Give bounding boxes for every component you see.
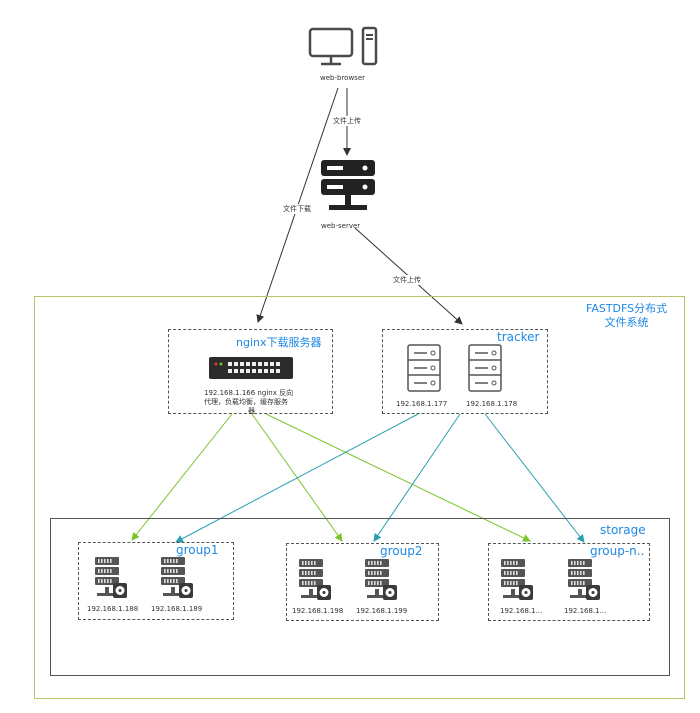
edge-label-upload-1: 文件上传 (333, 116, 361, 126)
edge-nginx-to-groupn (265, 413, 531, 542)
network-switch-icon (209, 357, 293, 379)
fastdfs-system-frame (34, 296, 685, 699)
web-server-label: web-server (321, 222, 361, 230)
edge-tracker-to-group1 (175, 413, 419, 543)
group1-title: group1 (176, 543, 219, 557)
edge-tracker-to-groupn (484, 413, 585, 543)
tracker-server-icon-2 (468, 344, 502, 392)
storage-server-icon (95, 557, 127, 598)
groupn-box (488, 543, 650, 621)
group2-ip-1: 192.168.1.198 (292, 607, 344, 615)
nginx-box (168, 329, 333, 414)
groupn-title: group-n.. (590, 544, 645, 558)
storage-title: storage (600, 523, 646, 537)
nginx-desc-line3: 器 (248, 407, 255, 415)
group2-ip-2: 192.168.1.199 (356, 607, 408, 615)
edge-tracker-to-group2 (373, 413, 461, 542)
nginx-desc-line2: 代理，负载均衡，缓存服务 (204, 398, 288, 406)
tracker-server-icon-1 (407, 344, 441, 392)
group1-box (78, 542, 234, 620)
nginx-title: nginx下载服务器 (236, 334, 322, 350)
fastdfs-title-line2: 文件系统 (604, 316, 649, 329)
group1-ip-1: 192.168.1.188 (87, 605, 139, 613)
computer-icon (308, 26, 378, 66)
storage-server-icon (365, 559, 397, 600)
storage-server-icon (161, 557, 193, 598)
storage-server-icon (299, 559, 331, 600)
group1-ip-2: 192.168.1.189 (151, 605, 203, 613)
storage-server-icon (501, 559, 533, 600)
edge-label-download: 文件下载 (283, 204, 311, 214)
tracker-ip-1: 192.168.1.177 (396, 400, 448, 408)
group2-title: group2 (380, 544, 423, 558)
tracker-ip-2: 192.168.1.178 (466, 400, 518, 408)
nginx-desc-line1: 192.168.1.166 nginx 反向 (204, 389, 294, 397)
group2-box (286, 543, 439, 621)
fastdfs-system-title: FASTDFS分布式 文件系统 (586, 302, 667, 330)
nginx-description: 192.168.1.166 nginx 反向 代理，负载均衡，缓存服务 器 (204, 389, 293, 416)
storage-server-icon (568, 559, 600, 600)
tracker-title: tracker (497, 330, 540, 344)
fastdfs-title-line1: FASTDFS分布式 (586, 302, 668, 315)
edge-nginx-to-group1 (131, 413, 233, 541)
storage-frame (50, 518, 670, 676)
edge-label-upload-2: 文件上传 (393, 275, 421, 285)
groupn-ip-1: 192.168.1... (500, 607, 543, 615)
groupn-ip-2: 192.168.1... (564, 607, 607, 615)
web-browser-label: web-browser (320, 74, 366, 82)
tracker-box (382, 329, 548, 414)
server-icon (321, 160, 375, 210)
